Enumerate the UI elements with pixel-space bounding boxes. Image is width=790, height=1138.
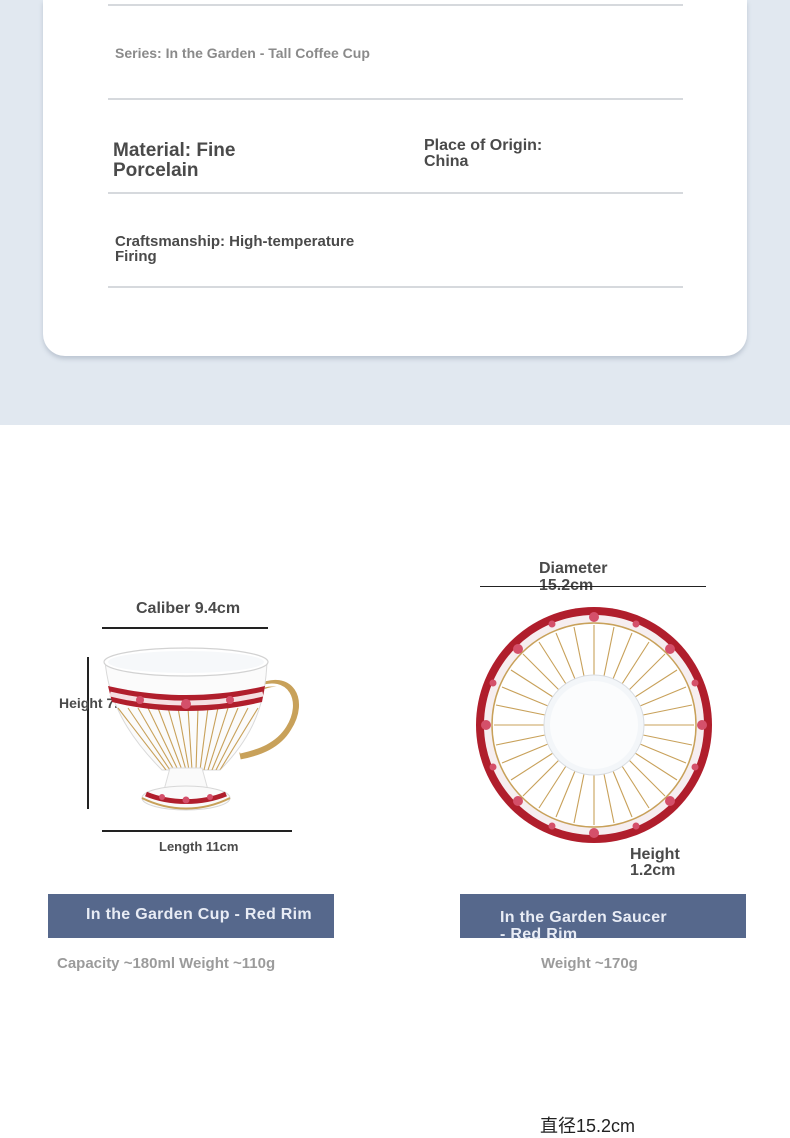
spec-series: Series: In the Garden - Tall Coffee Cup <box>115 45 370 61</box>
saucer-diameter-label: Diameter 15.2cm <box>539 560 608 594</box>
diameter-note-cn: 直径15.2cm <box>540 1116 636 1136</box>
cup-height-line <box>87 657 89 809</box>
spec-material: Material: Fine Porcelain <box>113 140 236 181</box>
saucer-height-label: Height 1.2cm <box>630 846 680 879</box>
saucer-name: In the Garden Saucer - Red Rim <box>500 909 667 943</box>
spec-divider <box>108 98 683 100</box>
saucer-weight: Weight ~170g <box>541 955 638 972</box>
spec-card <box>43 0 747 356</box>
spec-divider <box>108 4 683 6</box>
cup-name-banner: In the Garden Cup - Red Rim <box>48 894 334 938</box>
spec-divider <box>108 192 683 194</box>
cup-length-label: Length 11cm <box>159 839 239 854</box>
saucer-illustration <box>476 607 712 843</box>
cup-caliber-line <box>102 627 268 629</box>
spec-craftsmanship: Craftsmanship: High-temperature Firing <box>115 233 355 265</box>
cup-caliber-label: Caliber 9.4cm <box>136 600 241 617</box>
cup-length-line <box>102 830 292 832</box>
cup-illustration <box>103 647 299 811</box>
cup-name: In the Garden Cup - Red Rim <box>86 906 312 923</box>
spec-origin: Place of Origin: China <box>424 137 543 170</box>
saucer-diameter-line <box>480 586 706 587</box>
saucer-name-banner: In the Garden Saucer - Red Rim <box>460 894 746 943</box>
spec-divider <box>108 286 683 288</box>
cup-capacity-weight: Capacity ~180ml Weight ~110g <box>57 955 276 972</box>
